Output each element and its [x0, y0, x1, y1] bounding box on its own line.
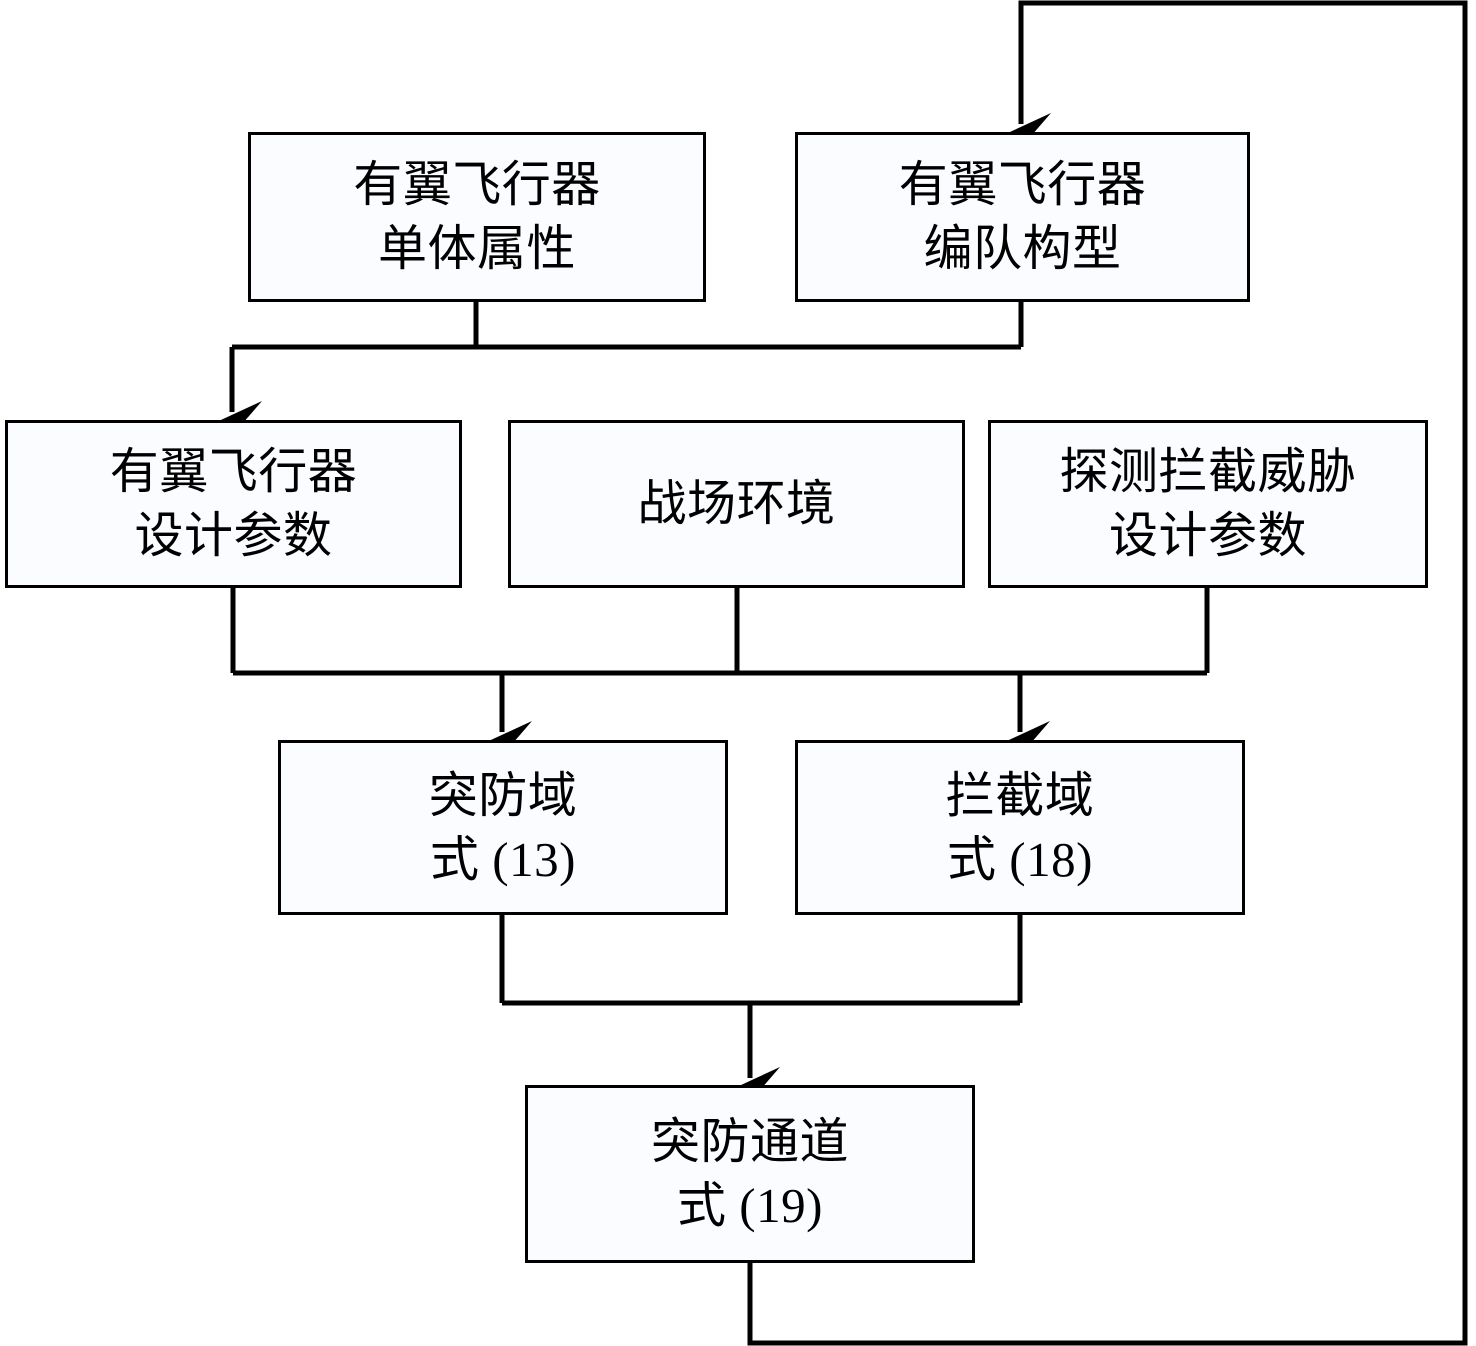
node-penetration-domain[interactable]: 突防域 式 (13): [278, 740, 728, 915]
node-winged-vehicle-design-parameters[interactable]: 有翼飞行器 设计参数: [5, 420, 462, 588]
node-line-1: 探测拦截威胁: [1059, 444, 1357, 500]
node-line-2: 编队构型: [923, 221, 1122, 276]
node-line-1: 拦截域: [945, 767, 1095, 823]
node-winged-vehicle-single-attributes[interactable]: 有翼飞行器 单体属性: [248, 132, 706, 302]
node-line-2: 式 (18): [947, 831, 1093, 887]
node-line-2: 式 (19): [677, 1178, 823, 1233]
node-penetration-corridor[interactable]: 突防通道 式 (19): [525, 1085, 975, 1263]
node-line-1: 有翼飞行器: [898, 157, 1147, 213]
node-line-2: 设计参数: [1108, 508, 1307, 563]
node-line-1: 战场环境: [637, 476, 836, 532]
node-line-1: 突防域: [428, 767, 578, 823]
node-battlefield-environment[interactable]: 战场环境: [508, 420, 965, 588]
node-line-2: 设计参数: [134, 508, 333, 563]
node-line-1: 有翼飞行器: [353, 157, 601, 213]
node-detection-intercept-threat-design-parameters[interactable]: 探测拦截威胁 设计参数: [988, 420, 1428, 588]
node-line-2: 式 (13): [430, 831, 576, 887]
node-line-1: 有翼飞行器: [109, 444, 358, 500]
node-line-1: 突防通道: [650, 1114, 849, 1170]
node-intercept-domain[interactable]: 拦截域 式 (18): [795, 740, 1245, 915]
node-winged-vehicle-formation-configuration[interactable]: 有翼飞行器 编队构型: [795, 132, 1250, 302]
node-line-2: 单体属性: [377, 221, 576, 276]
